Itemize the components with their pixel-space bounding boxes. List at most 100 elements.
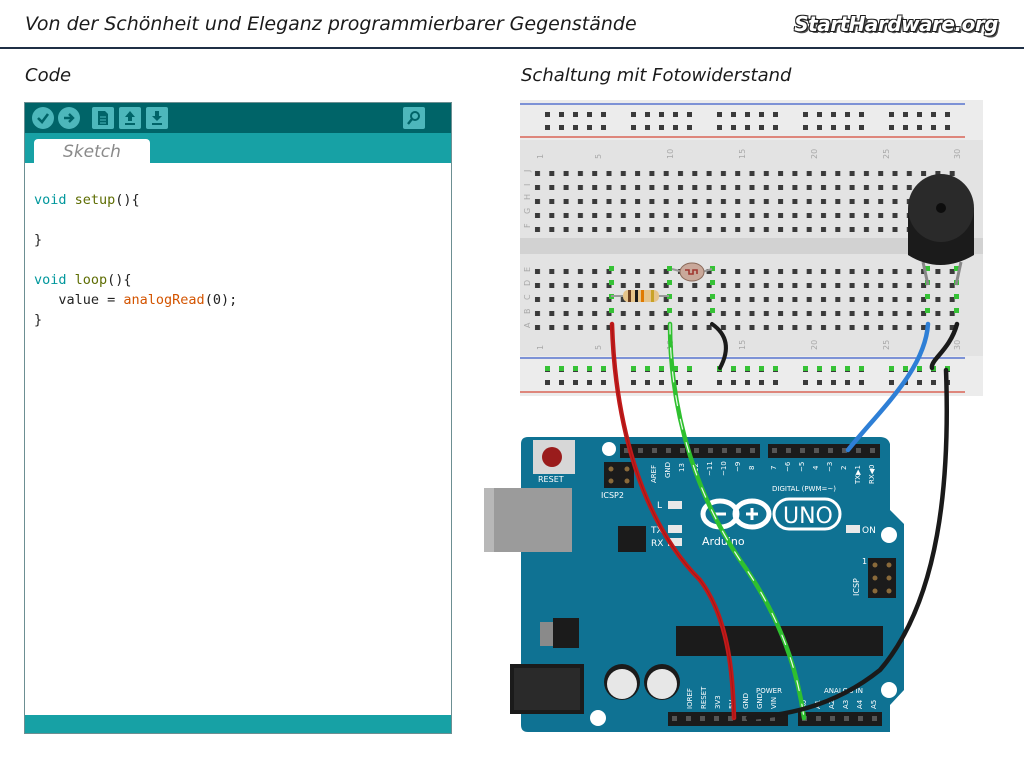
pin-label: ~11 (706, 461, 714, 476)
photoresistor (671, 262, 713, 282)
code-text: (){ (107, 272, 132, 288)
terminal-strip-bottom (532, 262, 962, 332)
code-keyword: void (34, 272, 67, 288)
col-number: 5 (594, 154, 603, 159)
pin-label: 12 (692, 463, 700, 472)
code-text: (){ (115, 192, 140, 208)
circuit-section-label: Schaltung mit Fotowiderstand (521, 65, 792, 86)
upload-icon (64, 113, 75, 123)
arduino-ide: Sketch void setup(){ } void loop(){ valu… (24, 102, 452, 734)
icsp2-label: ICSP2 (601, 491, 624, 500)
usb-connector (484, 488, 572, 552)
col-number: 30 (953, 149, 962, 159)
wire-black (929, 321, 960, 371)
serial-monitor-icon (407, 111, 420, 125)
pin-label: 4 (812, 465, 820, 470)
terminal-strip-top (532, 162, 962, 232)
serial-monitor-button[interactable] (403, 107, 425, 129)
col-number: 5 (594, 345, 603, 350)
row-letters: J I H G F E D C B A (523, 170, 532, 328)
col-number: 10 (666, 149, 675, 159)
col-number: 30 (953, 340, 962, 350)
power-jack (510, 664, 584, 714)
pin-label: AREF (650, 465, 658, 483)
verify-icon (37, 113, 50, 124)
piezo-buzzer (908, 174, 974, 286)
arduino-uno-board: RESET ICSP2 L TX RX ON UNO Arduino (484, 437, 904, 732)
open-button[interactable] (119, 107, 141, 129)
pin-label: GND (756, 693, 764, 709)
microcontroller-chip (676, 626, 883, 656)
row-letter: C (523, 294, 532, 300)
logo-arduino-text: Arduino (702, 535, 745, 548)
col-number: 25 (882, 340, 891, 350)
col-number: 1 (536, 154, 545, 159)
pin-label: A0 (800, 700, 808, 709)
code-text: } (34, 312, 43, 328)
led-tx-label: TX (650, 526, 663, 536)
col-number: 10 (666, 340, 675, 350)
pin-label: ~10 (720, 461, 728, 476)
column-numbers: 1 5 10 15 20 25 30 1 5 10 15 20 25 30 (536, 149, 962, 350)
power-pin-labels: IOREF RESET 3V3 5V GND GND VIN A0 A1 A2 … (686, 686, 878, 709)
pin-label: 5V (728, 700, 736, 709)
pin-label: A5 (870, 700, 878, 709)
analog-in-label: ANALOG IN (824, 687, 863, 695)
pin-label: RESET (700, 686, 708, 709)
jumper-wire-black-short (710, 322, 728, 370)
reset-label: RESET (538, 475, 564, 484)
code-text: value = (34, 292, 124, 308)
open-icon (125, 111, 135, 125)
save-icon (152, 111, 162, 125)
ide-toolbar (25, 103, 451, 133)
pin-label: 7 (770, 466, 778, 470)
row-letter: D (523, 280, 532, 286)
verify-button[interactable] (32, 107, 54, 129)
pin-label: A4 (856, 699, 864, 709)
pin-label: GND (664, 462, 672, 478)
upload-button[interactable] (58, 107, 80, 129)
pin-label: A2 (828, 700, 836, 709)
brand-logo[interactable]: StartHardware.org (794, 12, 998, 36)
pin-label: 13 (678, 463, 686, 472)
pin-label: A3 (842, 700, 850, 709)
col-number: 25 (882, 149, 891, 159)
code-function: loop (74, 272, 108, 288)
led-on-label: ON (862, 526, 876, 536)
code-function: analogRead (123, 292, 205, 308)
save-button[interactable] (146, 107, 168, 129)
pin-label: GND (742, 693, 750, 709)
pin-label: A1 (814, 700, 822, 709)
page-title: Von der Schönheit und Eleganz programmie… (25, 13, 637, 35)
row-letter: I (523, 184, 532, 186)
tab-sketch[interactable]: Sketch (34, 139, 150, 163)
code-editor[interactable]: void setup(){ } void loop(){ value = ana… (25, 163, 451, 715)
ide-tabbar: Sketch (25, 133, 451, 163)
code-function: setup (74, 192, 116, 208)
pin-label: VIN (770, 697, 778, 709)
col-number: 15 (738, 149, 747, 159)
wire-black-long (745, 367, 950, 721)
reset-button (533, 440, 575, 474)
power-header (668, 712, 788, 726)
row-letter: A (523, 322, 532, 328)
col-number: 20 (810, 340, 819, 350)
digital-header-low (768, 444, 880, 458)
pin-label: RX◀0 (868, 465, 876, 485)
col-number: 1 (536, 345, 545, 350)
wire-blue (845, 321, 931, 453)
pin-label: TX▶1 (854, 465, 862, 485)
row-letter: F (523, 223, 532, 228)
pin-label: ~3 (826, 462, 834, 472)
row-letter: J (523, 170, 532, 173)
logo-uno-text: UNO (783, 504, 833, 529)
icsp-pin1-label: 1 (862, 557, 867, 566)
led-l-label: L (657, 501, 662, 511)
row-letter: B (523, 309, 532, 315)
resistor (611, 290, 669, 302)
pin-label: 8 (748, 466, 756, 470)
wire-red (609, 321, 737, 721)
breadboard: 1 5 10 15 20 25 30 1 5 10 15 20 25 30 J … (520, 100, 983, 396)
new-button[interactable] (92, 107, 114, 129)
header-bar: Von der Schönheit und Eleganz programmie… (0, 0, 1024, 49)
